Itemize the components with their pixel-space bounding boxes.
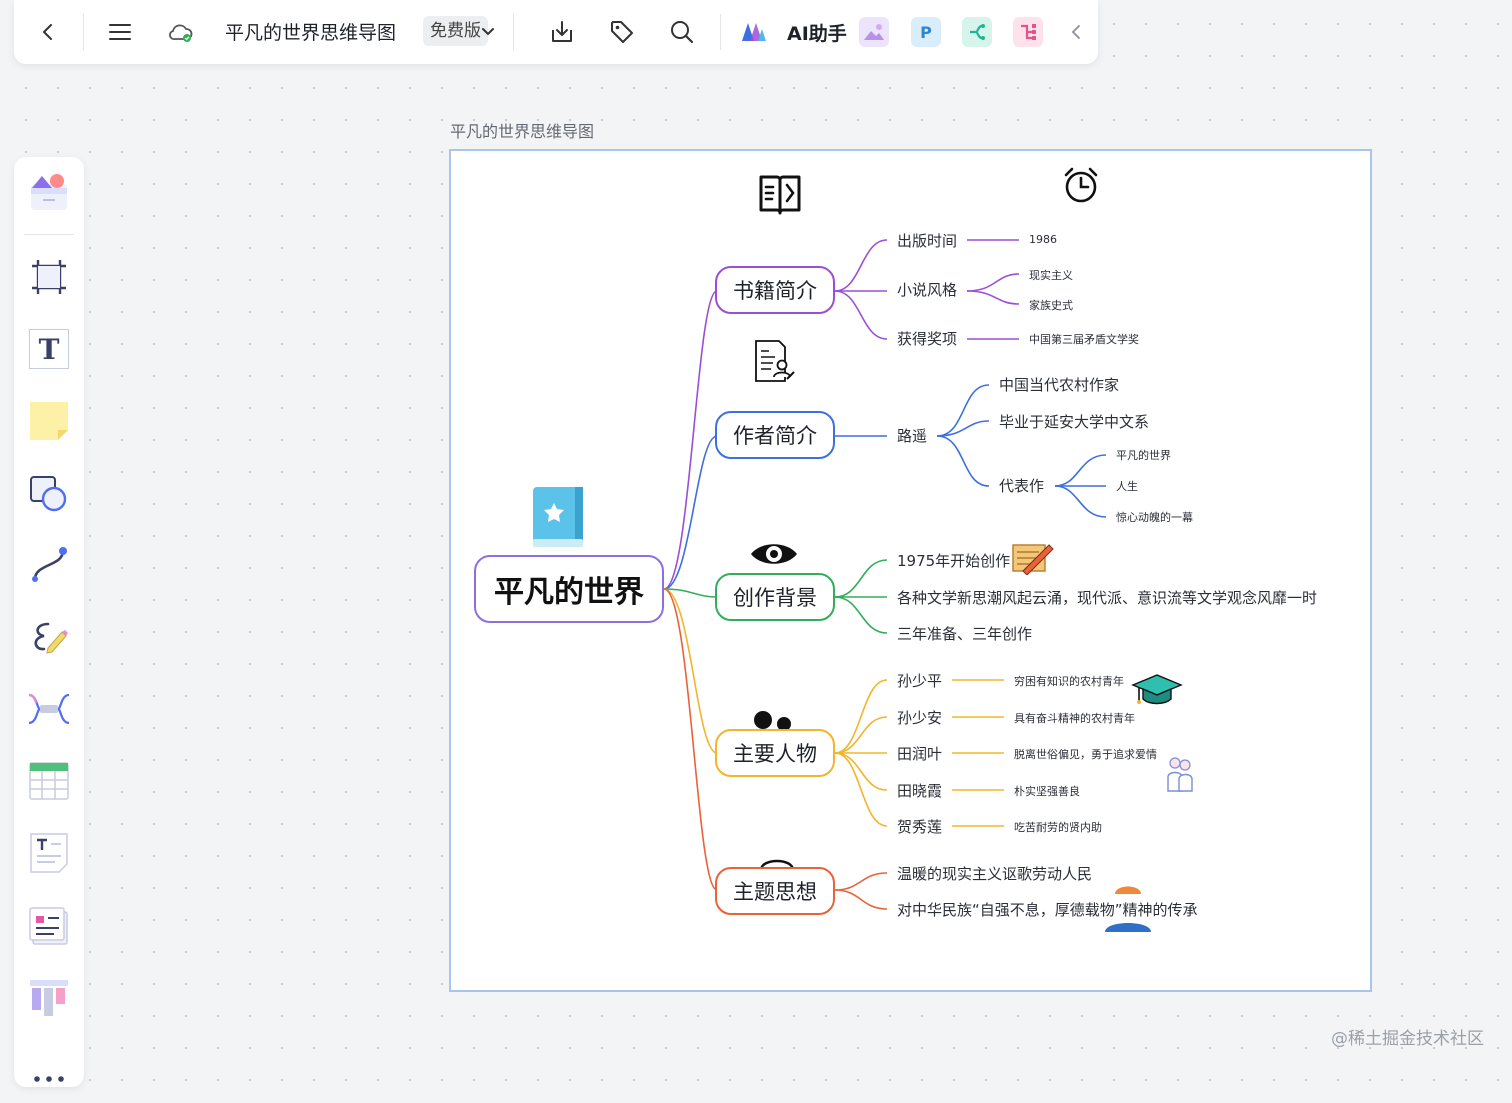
connector-icon[interactable]: [25, 541, 73, 589]
frame-title[interactable]: 平凡的世界思维导图: [450, 122, 595, 141]
download-icon[interactable]: [546, 16, 578, 48]
book-icon: [757, 171, 803, 221]
branch-book-intro[interactable]: 书籍简介: [715, 266, 835, 314]
author-detail[interactable]: 中国当代农村作家: [999, 376, 1120, 394]
author-works-label[interactable]: 代表作: [999, 477, 1045, 495]
background-item[interactable]: 三年准备、三年创作: [897, 625, 1033, 643]
book-intro-detail[interactable]: 中国第三届矛盾文学奖: [1029, 333, 1139, 346]
templates-icon[interactable]: [25, 167, 73, 215]
graduation-cap-icon: [1131, 673, 1183, 711]
card-icon[interactable]: [25, 901, 73, 949]
ai-ppt-icon[interactable]: P: [911, 17, 941, 47]
author-work[interactable]: 人生: [1116, 480, 1138, 493]
book-intro-detail[interactable]: 现实主义: [1029, 269, 1073, 282]
branch-characters[interactable]: 主要人物: [715, 729, 835, 777]
book-intro-item[interactable]: 小说风格: [897, 281, 958, 299]
text-doc-icon[interactable]: [25, 829, 73, 877]
author-detail[interactable]: 毕业于延安大学中文系: [999, 413, 1150, 431]
author-name[interactable]: 路遥: [897, 427, 928, 445]
book-intro-item[interactable]: 获得奖项: [897, 330, 958, 348]
pen-icon[interactable]: [25, 613, 73, 661]
author-work[interactable]: 惊心动魄的一幕: [1116, 511, 1193, 524]
character-name[interactable]: 贺秀莲: [897, 818, 943, 836]
book-intro-detail[interactable]: 1986: [1029, 233, 1057, 246]
character-name[interactable]: 田晓霞: [897, 782, 943, 800]
collapse-icon[interactable]: [1064, 20, 1088, 44]
cloud-sync-icon: [166, 18, 196, 46]
menu-icon[interactable]: [104, 16, 136, 48]
watermark: @稀土掘金技术社区: [1331, 1029, 1484, 1049]
ai-mindmap-icon[interactable]: [962, 17, 992, 47]
ai-flow-icon[interactable]: [1013, 17, 1043, 47]
book-intro-item[interactable]: 出版时间: [897, 232, 958, 250]
character-name[interactable]: 孙少安: [897, 709, 943, 727]
writing-icon: [1011, 541, 1055, 579]
sidebar-divider: [24, 234, 74, 235]
toolbar-divider: [513, 14, 514, 50]
search-icon[interactable]: [666, 16, 698, 48]
character-name[interactable]: 孙少平: [897, 672, 943, 690]
alarm-clock-icon: [1061, 165, 1101, 209]
branch-author-intro[interactable]: 作者简介: [715, 411, 835, 459]
book-star-icon: [529, 483, 587, 553]
book-intro-detail[interactable]: 家族史式: [1029, 299, 1073, 312]
mindmap-icon[interactable]: [25, 685, 73, 733]
more-icon[interactable]: [25, 1055, 73, 1103]
ai-image-icon[interactable]: [859, 17, 889, 47]
top-toolbar: 平凡的世界思维导图 免费版 AI助手 P: [14, 0, 1098, 64]
character-desc[interactable]: 具有奋斗精神的农村青年: [1014, 712, 1135, 725]
left-toolbar: T: [14, 157, 84, 1087]
table-icon[interactable]: [25, 757, 73, 805]
character-desc[interactable]: 吃苦耐劳的贤内助: [1014, 821, 1102, 834]
couple-icon: [1165, 755, 1195, 797]
frame-icon[interactable]: [25, 253, 73, 301]
character-name[interactable]: 田润叶: [897, 745, 943, 763]
character-desc[interactable]: 脱离世俗偏见，勇于追求爱情: [1014, 748, 1157, 761]
toolbar-divider: [720, 14, 721, 50]
background-item[interactable]: 1975年开始创作: [897, 552, 1011, 570]
branch-theme[interactable]: 主题思想: [715, 867, 835, 915]
text-tool-letter: T: [29, 329, 69, 369]
worker-icon: [1101, 884, 1155, 936]
background-item[interactable]: 各种文学新思潮风起云涌，现代派、意识流等文学观念风靡一时: [897, 589, 1318, 607]
tag-icon[interactable]: [606, 16, 638, 48]
mindmap-frame[interactable]: 平凡的世界 书籍简介 出版时间 小说风格 获得奖项 1986 现实主义 家族史式…: [449, 149, 1372, 992]
kanban-icon[interactable]: [25, 973, 73, 1021]
toolbar-divider: [83, 14, 84, 50]
text-icon[interactable]: T: [25, 325, 73, 373]
back-icon[interactable]: [32, 16, 64, 48]
theme-item[interactable]: 温暖的现实主义讴歌劳动人民: [897, 865, 1093, 883]
shape-icon[interactable]: [25, 469, 73, 517]
document-title[interactable]: 平凡的世界思维导图: [225, 22, 397, 44]
ai-logo-icon[interactable]: [739, 20, 769, 44]
plan-badge[interactable]: 免费版: [423, 16, 488, 46]
resume-icon: [753, 339, 795, 387]
chevron-down-icon[interactable]: [478, 20, 498, 44]
eye-icon: [749, 539, 799, 573]
branch-background[interactable]: 创作背景: [715, 573, 835, 621]
mindmap-connectors: [663, 239, 1107, 910]
ai-assistant-label[interactable]: AI助手: [787, 23, 847, 45]
character-desc[interactable]: 穷困有知识的农村青年: [1014, 675, 1124, 688]
theme-item[interactable]: 对中华民族“自强不息，厚德载物”精神的传承: [897, 901, 1198, 919]
author-work[interactable]: 平凡的世界: [1116, 449, 1171, 462]
mindmap-root[interactable]: 平凡的世界: [474, 555, 664, 623]
character-desc[interactable]: 朴实坚强善良: [1014, 785, 1080, 798]
sticky-note-icon[interactable]: [25, 397, 73, 445]
